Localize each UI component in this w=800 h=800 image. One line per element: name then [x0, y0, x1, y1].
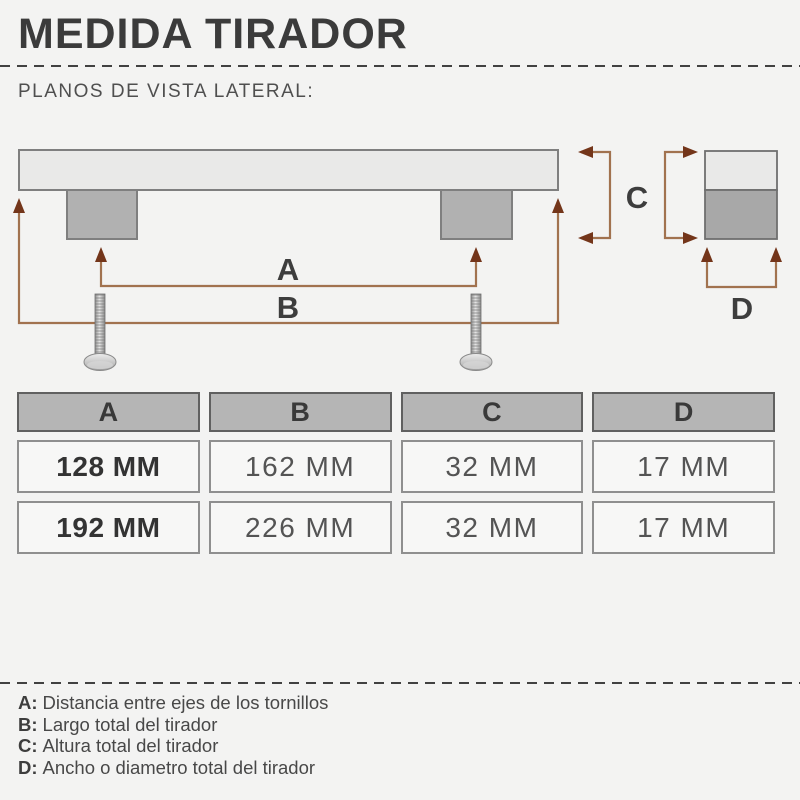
legend-item-b: B:Largo total del tirador	[18, 714, 800, 736]
screw-right-threads	[471, 294, 481, 358]
legend-item-c: C:Altura total del tirador	[18, 735, 800, 757]
dimension-d: D	[701, 247, 782, 326]
section-subtitle: PLANOS DE VISTA LATERAL:	[18, 81, 315, 102]
dim-d-arrow-right	[770, 247, 782, 262]
dim-a-line	[99, 261, 478, 288]
legend-text-b: Largo total del tirador	[42, 713, 218, 735]
table-cell-r1-b: 162 MM	[208, 440, 392, 493]
end-view-bar-section	[704, 150, 778, 191]
dim-d-label: D	[731, 291, 753, 326]
dimension-a: A	[95, 247, 482, 288]
screw-right-head-rim	[463, 361, 489, 369]
dim-c-label: C	[626, 180, 648, 215]
end-view-height-bracket	[663, 146, 698, 244]
legend-key-b: B:	[18, 713, 38, 735]
screw-left	[83, 293, 117, 371]
dim-d-arrow-left	[701, 247, 713, 262]
table-cell-r2-d: 17 MM	[592, 501, 775, 554]
dim-a-arrow-left	[95, 247, 107, 262]
table-cell-r2-a: 192 MM	[17, 501, 200, 554]
dim-b-arrow-left	[13, 198, 25, 213]
dim-b-label: B	[277, 290, 299, 325]
legend-text-c: Altura total del tirador	[42, 735, 219, 756]
dim-b-arrow-right	[552, 198, 564, 213]
legend-key-c: C:	[18, 735, 38, 756]
table-cell-r1-c: 32 MM	[400, 440, 584, 493]
dim-a-arrow-right	[470, 247, 482, 262]
end-bracket-arrow-top	[683, 146, 698, 158]
table-cell-r1-d: 17 MM	[592, 440, 775, 493]
legend-items: A:Distancia entre ejes de los tornillos …	[0, 682, 800, 778]
screw-right	[459, 293, 493, 371]
page-title: MEDIDA TIRADOR	[18, 10, 408, 58]
end-bracket-line	[663, 150, 694, 240]
end-bracket-arrow-bottom	[683, 232, 698, 244]
screw-left-head-rim	[87, 361, 113, 369]
legend-key-a: A:	[18, 692, 38, 713]
end-view-post-section	[704, 189, 778, 240]
legend-item-a: A:Distancia entre ejes de los tornillos	[18, 692, 800, 714]
dimension-b: B	[13, 198, 564, 325]
dimension-c: C	[578, 146, 648, 244]
table-cell-r1-a: 128 MM	[17, 440, 200, 493]
side-view: A B C	[13, 146, 648, 371]
end-view: D	[663, 146, 782, 326]
dim-c-arrow-top	[578, 146, 593, 158]
legend-text-d: Ancho o diametro total del tirador	[42, 756, 316, 778]
dim-d-line	[705, 261, 778, 289]
dim-c-line	[581, 150, 612, 240]
screw-left-threads	[95, 294, 105, 358]
dim-a-label: A	[277, 252, 299, 287]
legend-key-d: D:	[18, 756, 38, 778]
dim-b-line	[17, 212, 560, 325]
table-header-b: B	[208, 392, 392, 432]
legend: A:Distancia entre ejes de los tornillos …	[0, 682, 800, 778]
handle-post-left	[66, 189, 138, 240]
measurements-table: A B C D 128 MM 162 MM 32 MM 17 MM 192 MM…	[17, 392, 775, 554]
table-cell-r2-b: 226 MM	[208, 501, 392, 554]
dim-c-arrow-bottom	[578, 232, 593, 244]
title-divider	[0, 65, 800, 67]
legend-text-a: Distancia entre ejes de los tornillos	[42, 692, 329, 713]
handle-bar	[18, 149, 559, 191]
handle-post-right	[440, 189, 513, 240]
table-header-d: D	[592, 392, 775, 432]
table-header-c: C	[400, 392, 584, 432]
legend-item-d: D:Ancho o diametro total del tirador	[18, 757, 800, 779]
table-cell-r2-c: 32 MM	[400, 501, 584, 554]
legend-divider	[0, 682, 800, 684]
table-header-a: A	[17, 392, 200, 432]
